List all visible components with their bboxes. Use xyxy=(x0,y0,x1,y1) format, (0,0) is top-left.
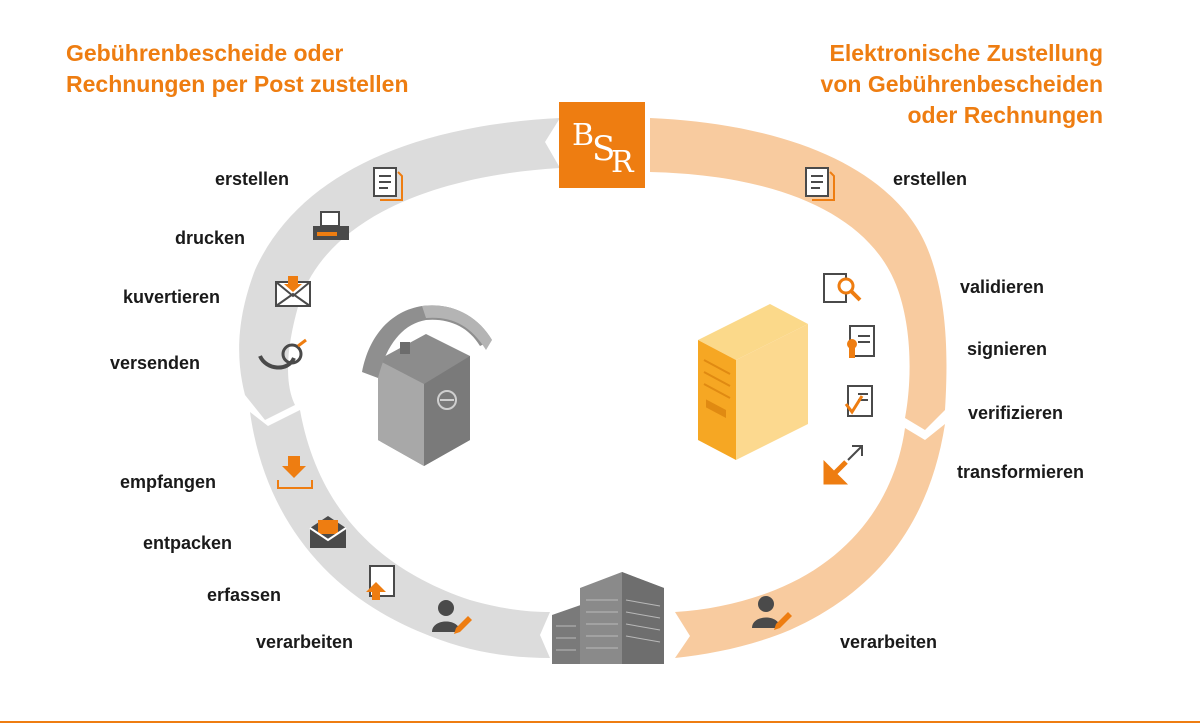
open-envelope-icon xyxy=(309,516,347,548)
title-right-line3: oder Rechnungen xyxy=(907,102,1103,128)
download-icon xyxy=(277,456,313,489)
left-step-entpacken: entpacken xyxy=(143,533,233,553)
svg-text:B: B xyxy=(572,118,594,153)
printer-icon xyxy=(313,211,349,240)
user-edit-icon-right xyxy=(752,596,792,630)
title-right-line2: von Gebührenbescheiden xyxy=(820,71,1103,97)
server-icon xyxy=(698,304,808,460)
title-left-line1: Gebührenbescheide oder xyxy=(66,40,344,66)
title-right-line1: Elektronische Zustellung xyxy=(829,40,1104,66)
office-building-icon xyxy=(552,572,664,664)
left-step-verarbeiten: verarbeiten xyxy=(256,632,354,652)
right-step-transformieren: transformieren xyxy=(957,462,1085,482)
document-check-icon xyxy=(844,385,873,417)
mailbox-icon xyxy=(362,305,492,466)
post-horn-icon xyxy=(258,338,307,370)
certificate-icon xyxy=(847,325,875,358)
left-step-erstellen: erstellen xyxy=(215,169,290,189)
right-arc-lower xyxy=(675,424,945,658)
left-step-empfangen: empfangen xyxy=(120,472,217,492)
bsr-logo: B S R xyxy=(559,102,645,188)
right-step-erstellen: erstellen xyxy=(893,169,968,189)
svg-text:S: S xyxy=(592,129,615,169)
document-icon-right xyxy=(805,167,835,201)
envelope-insert-icon xyxy=(275,276,311,307)
left-step-versenden: versenden xyxy=(110,353,201,373)
title-left: Gebührenbescheide oder Rechnungen per Po… xyxy=(66,38,409,100)
left-arc-upper xyxy=(239,118,560,420)
user-edit-icon xyxy=(432,600,472,634)
title-left-line2: Rechnungen per Post zustellen xyxy=(66,71,409,97)
right-step-signieren: signieren xyxy=(967,339,1048,359)
bottom-rule xyxy=(0,721,1200,723)
title-right: Elektronische Zustellung von Gebührenbes… xyxy=(821,38,1103,131)
right-step-verifizieren: verifizieren xyxy=(968,403,1064,423)
right-step-validieren: validieren xyxy=(960,277,1045,297)
left-step-drucken: drucken xyxy=(175,228,246,248)
right-step-verarbeiten: verarbeiten xyxy=(840,632,938,652)
right-arc-upper xyxy=(650,118,947,430)
document-upload-icon xyxy=(366,565,395,600)
document-search-icon xyxy=(823,273,862,303)
left-step-erfassen: erfassen xyxy=(207,585,282,605)
left-step-kuvertieren: kuvertieren xyxy=(123,287,221,307)
svg-text:R: R xyxy=(611,145,635,180)
transform-arrows-icon xyxy=(823,445,863,485)
document-icon xyxy=(373,167,403,201)
